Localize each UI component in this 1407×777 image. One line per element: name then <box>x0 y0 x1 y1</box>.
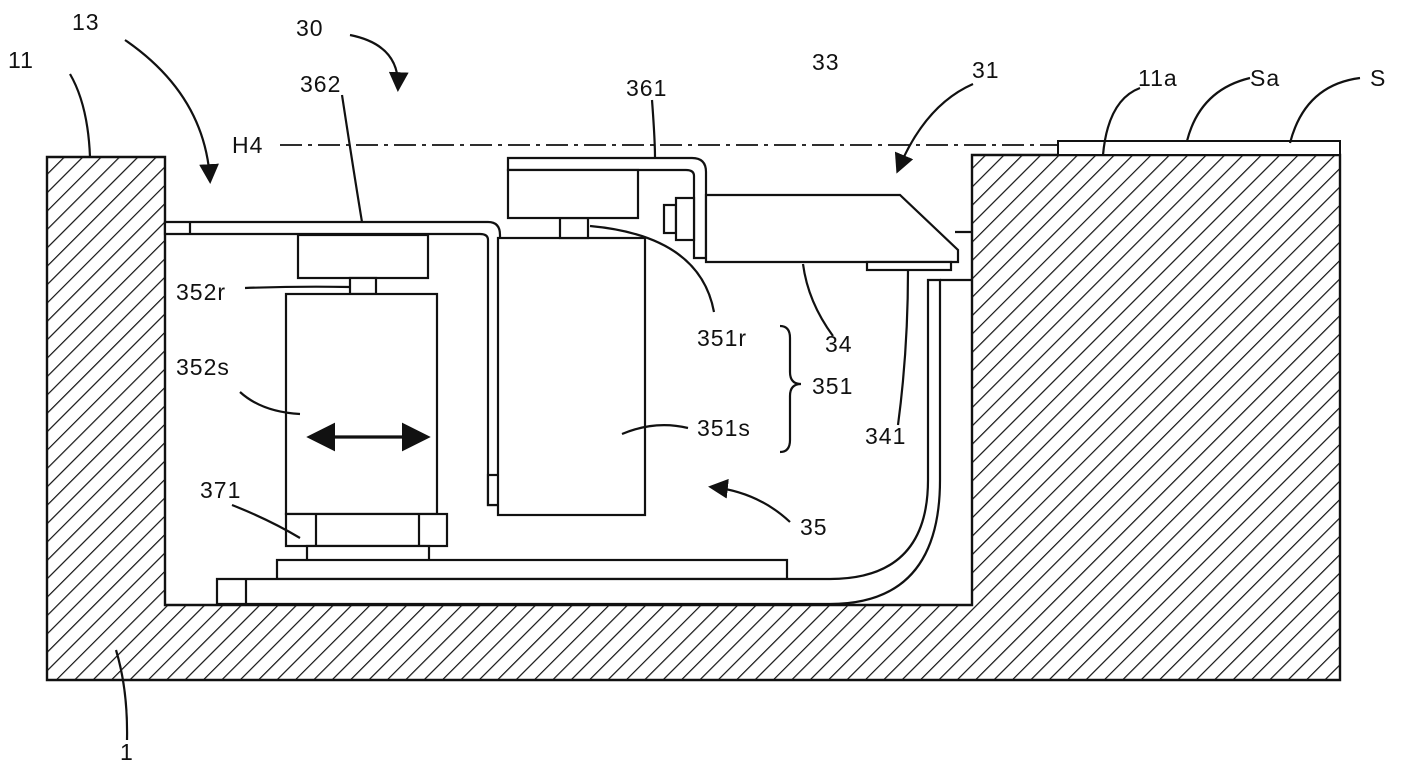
leader-30 <box>349 33 409 92</box>
label-351: 351 <box>812 373 853 399</box>
label-30: 30 <box>296 15 324 41</box>
label-352r: 352r <box>176 279 226 305</box>
leader-11a <box>1101 86 1141 156</box>
label-sa: Sa <box>1250 65 1280 91</box>
label-362: 362 <box>300 71 341 97</box>
blade-33 <box>704 193 960 264</box>
leader-35 <box>708 478 791 523</box>
label-11: 11 <box>8 47 34 73</box>
base-body-1 <box>45 153 1342 682</box>
label-h4: H4 <box>232 132 263 158</box>
label-351s: 351s <box>697 415 751 441</box>
rod-351r <box>558 216 590 240</box>
leader-sa <box>1185 76 1251 142</box>
top-plate-361 <box>506 156 708 260</box>
label-31: 31 <box>972 57 1000 83</box>
cylinder-352s <box>284 292 439 516</box>
slide-rail <box>275 558 789 581</box>
label-34: 34 <box>825 331 853 357</box>
leader-371 <box>231 503 301 539</box>
leader-351s <box>621 424 689 436</box>
plate-341 <box>865 260 953 272</box>
head-block-361 <box>506 168 640 220</box>
leader-352r <box>244 285 351 290</box>
brace-351 <box>779 324 802 454</box>
label-11a: 11a <box>1138 65 1178 91</box>
leader-361 <box>650 99 657 159</box>
leader-1 <box>114 649 129 741</box>
leader-31 <box>894 82 974 174</box>
leader-351r <box>589 224 716 313</box>
leader-13 <box>124 39 219 184</box>
surface-plate-sa <box>1057 140 1341 156</box>
rod-352r <box>348 276 378 296</box>
label-35: 35 <box>800 514 828 540</box>
sensor-body <box>674 196 696 242</box>
leader-341 <box>896 269 910 426</box>
cylinder-351s <box>496 236 647 517</box>
sensor-cap <box>662 203 678 235</box>
label-371: 371 <box>200 477 241 503</box>
leader-362 <box>340 94 364 223</box>
leader-11 <box>69 73 92 158</box>
label-361: 361 <box>626 75 667 101</box>
leader-s <box>1288 76 1361 144</box>
leader-352s <box>239 391 301 416</box>
label-352s: 352s <box>176 354 230 380</box>
label-33: 33 <box>812 49 840 75</box>
label-351r: 351r <box>697 325 747 351</box>
bottom-plate-with-cable <box>215 278 942 606</box>
label-1: 1 <box>120 739 134 765</box>
leader-34 <box>801 263 834 337</box>
label-13: 13 <box>72 9 100 35</box>
actuator-352-head <box>296 233 430 280</box>
bracket-371 <box>284 512 449 548</box>
label-s: S <box>1370 65 1386 91</box>
label-341: 341 <box>865 423 906 449</box>
